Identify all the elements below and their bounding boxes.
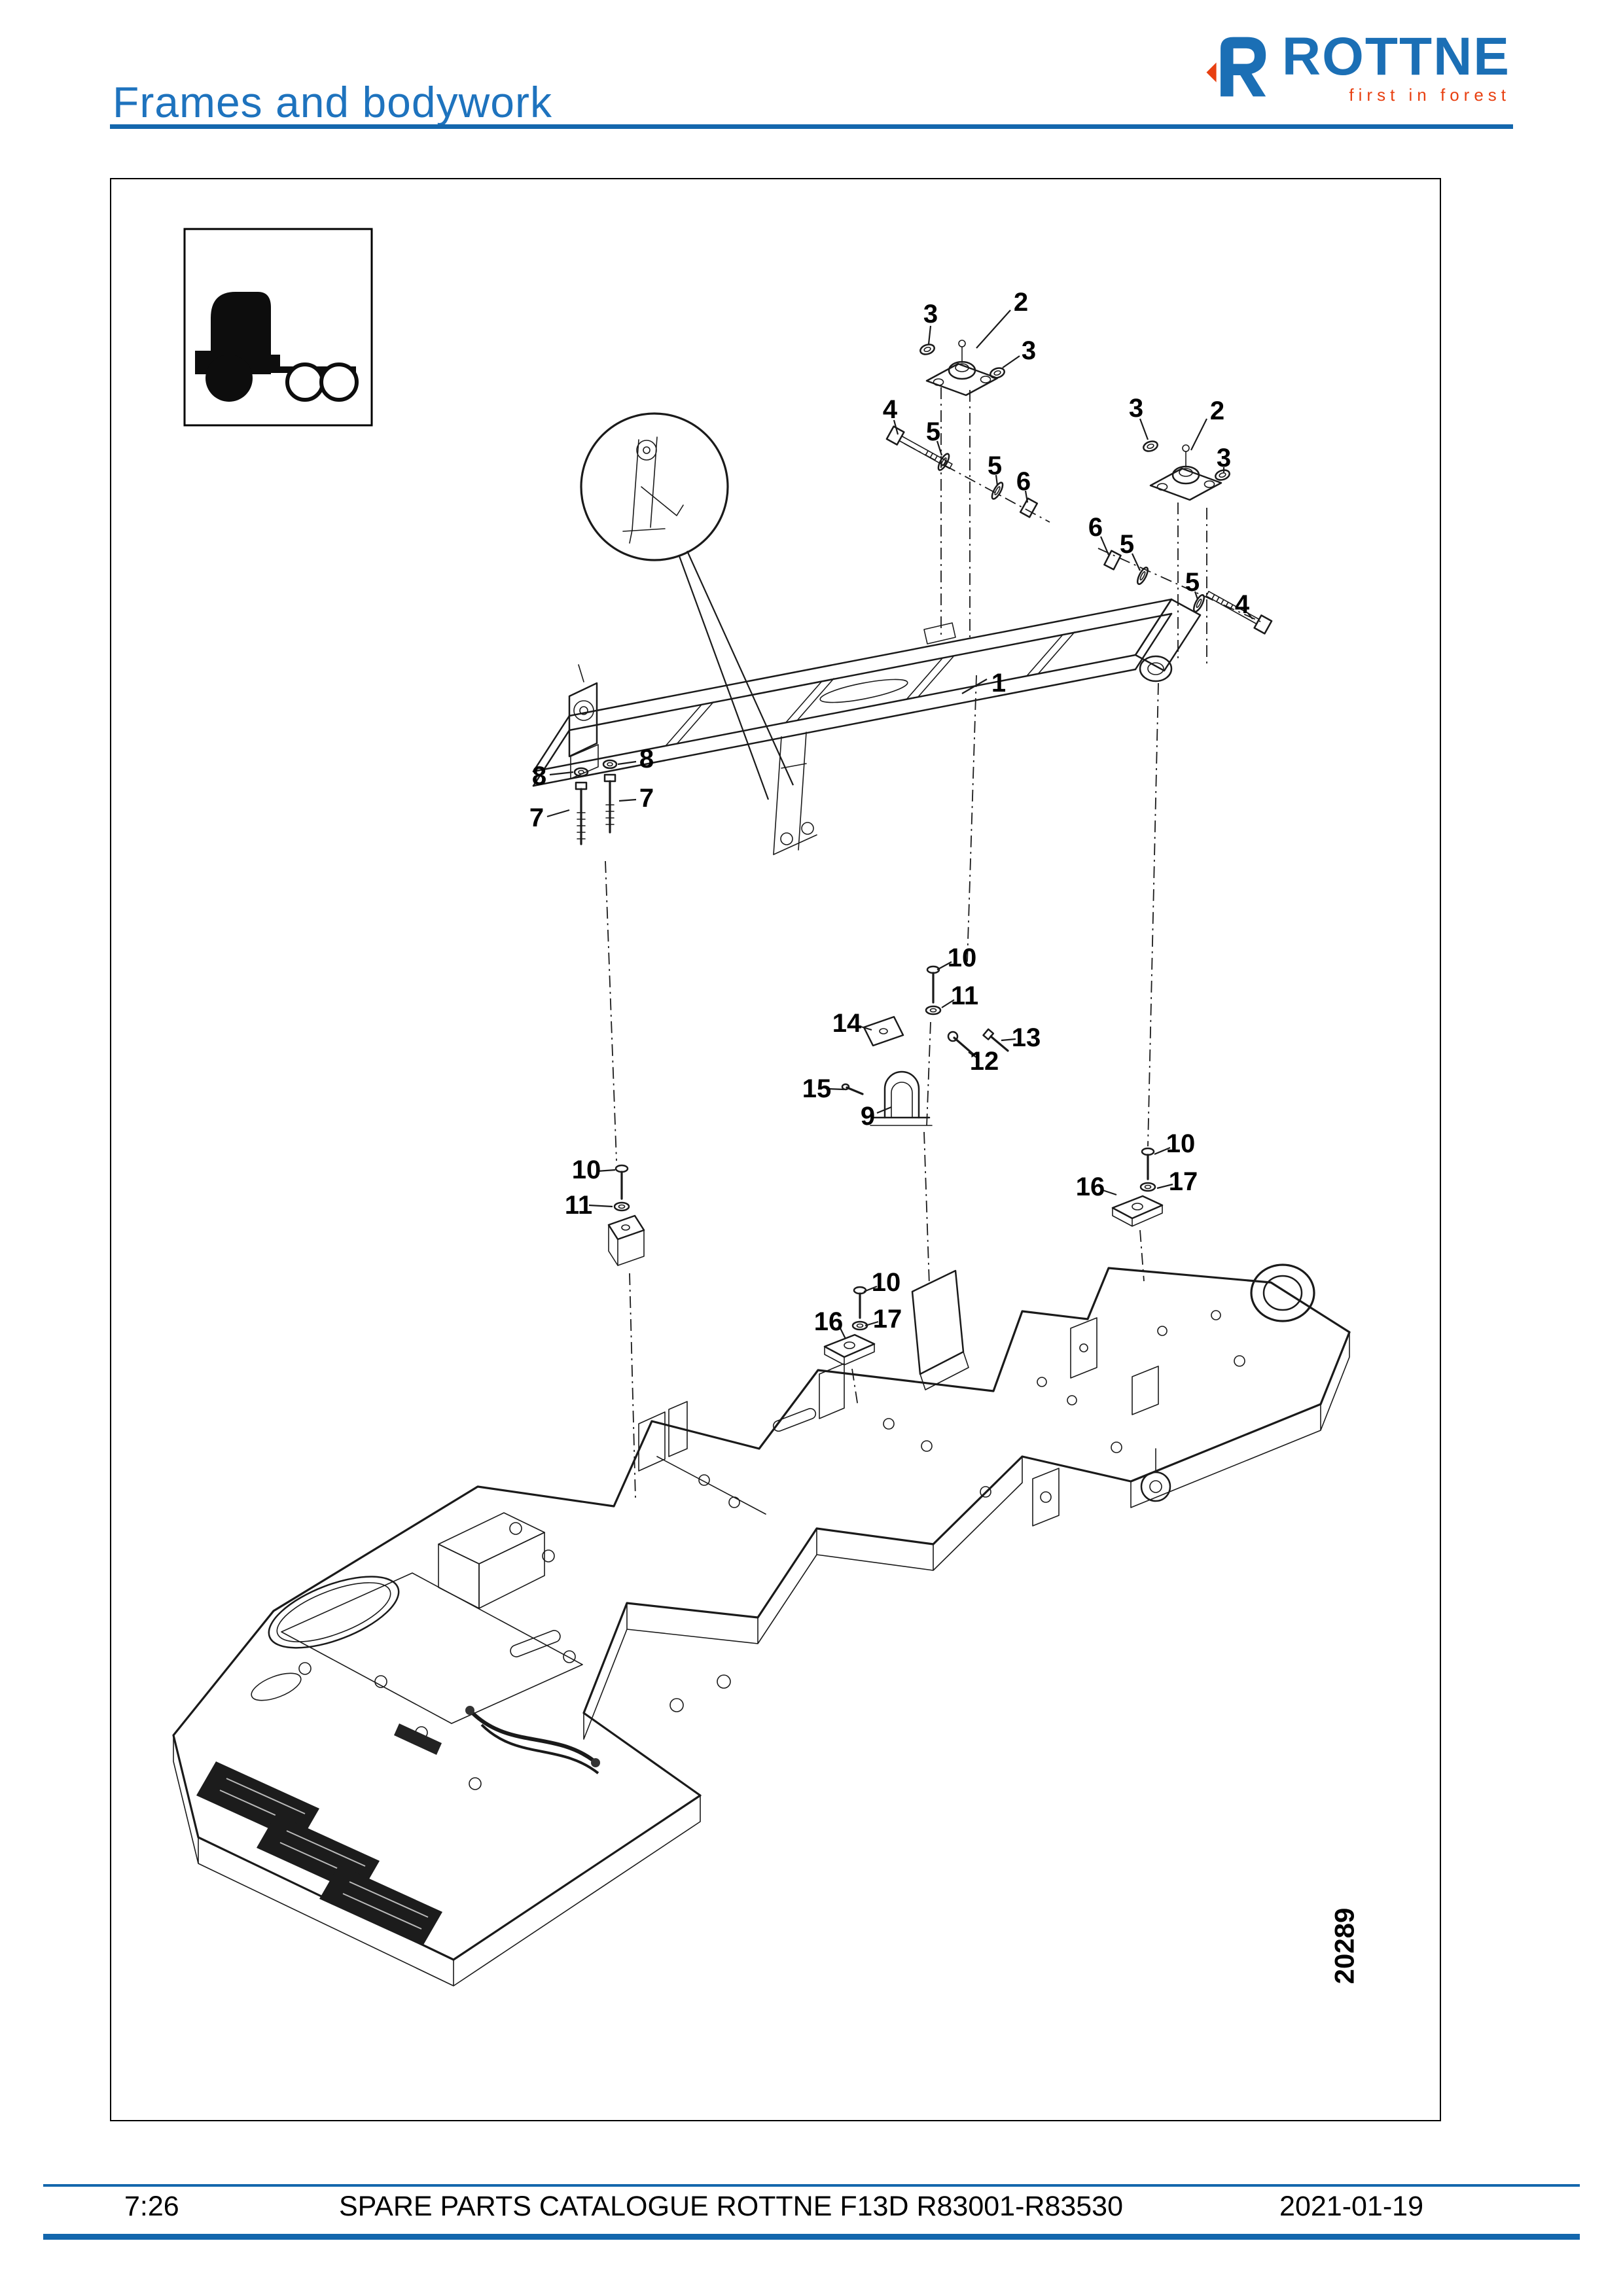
footer-page-number: 7:26: [124, 2191, 179, 2222]
part-callout-2: 2: [1210, 397, 1224, 425]
callout-leader-7: [546, 809, 570, 818]
frame-holes: [298, 1310, 1245, 1790]
callout-leader-7: [618, 798, 637, 802]
callout-leader-16: [1100, 1188, 1117, 1196]
callout-leader-8: [617, 760, 637, 766]
assembly-axis-lines: [605, 387, 1261, 1499]
center-link-cluster: [841, 965, 1009, 1126]
upper-mount-left: [919, 340, 1005, 397]
vehicle-thumbnail: [183, 228, 373, 427]
part-callout-8: 8: [639, 745, 654, 773]
callout-leader-5: [1194, 591, 1199, 600]
callout-leader-1: [961, 679, 988, 694]
logo-tagline: first in forest: [1349, 84, 1510, 105]
part-callout-3: 3: [1022, 336, 1036, 365]
part-callout-3: 3: [923, 300, 938, 328]
part-callout-5: 5: [926, 417, 940, 446]
footer-row: 7:26 SPARE PARTS CATALOGUE ROTTNE F13D R…: [0, 2191, 1623, 2227]
callout-leader-10: [936, 961, 952, 970]
part-callout-6: 6: [1016, 467, 1031, 496]
header-divider: [110, 124, 1513, 129]
footer-catalogue-title: SPARE PARTS CATALOGUE ROTTNE F13D R83001…: [338, 2191, 1124, 2222]
callout-leader-10: [1154, 1146, 1171, 1156]
rottne-logo: ROTTNE first in forest: [1202, 27, 1510, 105]
part-callout-5: 5: [988, 451, 1002, 480]
page-title: Frames and bodywork: [113, 78, 552, 127]
callout-leader-6: [1024, 490, 1029, 503]
callout-leader-16: [838, 1325, 846, 1339]
right-mount-10-16-17: [1111, 1147, 1164, 1227]
part-callout-16: 16: [814, 1307, 844, 1336]
bolt-washer-set-7-8: [573, 759, 618, 845]
callout-leader-2: [1190, 418, 1207, 451]
callout-leader-12: [968, 1051, 977, 1058]
part-callout-3: 3: [1217, 444, 1231, 472]
callout-leader-14: [858, 1025, 872, 1031]
part-callout-13: 13: [1012, 1023, 1041, 1052]
subframe-part-1: [532, 598, 1202, 855]
left-mount-10-11: [607, 1164, 645, 1266]
callout-leader-5: [1132, 553, 1141, 571]
main-frame: 20289: [172, 1263, 1360, 1987]
callout-leader-11: [941, 999, 955, 1008]
callout-leader-5: [995, 474, 999, 486]
bolt-set-right: [1103, 550, 1273, 635]
footer-divider-bottom: [43, 2234, 1580, 2240]
callout-leader-2: [976, 309, 1011, 349]
callout-leader-10: [863, 1285, 878, 1293]
part-callout-10: 10: [872, 1268, 901, 1297]
callout-leader-9: [876, 1106, 892, 1114]
part-callout-11: 11: [565, 1191, 592, 1220]
callout-leader-17: [1156, 1183, 1173, 1190]
part-callout-7: 7: [639, 784, 654, 813]
part-callout-12: 12: [970, 1047, 999, 1076]
part-callout-16: 16: [1076, 1173, 1105, 1201]
part-callout-10: 10: [1166, 1129, 1196, 1158]
callout-leader-17: [865, 1320, 879, 1327]
callout-leader-3: [927, 325, 932, 345]
part-callout-14: 14: [832, 1009, 862, 1038]
logo-brand: ROTTNE: [1281, 27, 1510, 86]
part-callout-15: 15: [802, 1074, 832, 1103]
part-callout-4: 4: [1235, 590, 1250, 619]
part-callout-7: 7: [529, 804, 544, 832]
part-callout-4: 4: [883, 395, 898, 424]
part-callout-17: 17: [873, 1305, 902, 1333]
drawing-number: 20289: [1329, 1908, 1360, 1985]
detail-circle: [580, 412, 794, 800]
footer-date: 2021-01-19: [1279, 2191, 1423, 2222]
rottne-logo-emblem: [1202, 31, 1273, 102]
part-callout-5: 5: [1185, 568, 1200, 597]
part-callout-17: 17: [1169, 1167, 1198, 1196]
callout-leader-4: [893, 419, 899, 435]
part-callout-6: 6: [1088, 513, 1103, 542]
callout-leader-10: [596, 1169, 616, 1173]
part-callout-9: 9: [861, 1102, 875, 1131]
callout-leader-13: [1001, 1038, 1016, 1042]
vehicle-silhouette: [195, 292, 359, 402]
part-callout-11: 11: [951, 981, 978, 1010]
part-callout-10: 10: [948, 944, 977, 972]
callout-leader-3: [1002, 355, 1020, 368]
callout-leader-8: [549, 771, 574, 776]
upper-mount-right: [1143, 440, 1230, 501]
callout-leader-5: [936, 440, 943, 456]
tread-plates: [196, 1761, 442, 1946]
callout-leader-6: [1099, 536, 1110, 556]
part-callout-5: 5: [1120, 530, 1134, 559]
callout-leader-4: [1247, 612, 1253, 620]
callout-leader-3: [1139, 418, 1149, 440]
part-callout-10: 10: [572, 1156, 601, 1184]
part-callout-3: 3: [1129, 394, 1143, 423]
exploded-view-diagram: 20289 3234556323655418877101114131215910…: [172, 228, 1360, 1987]
part-callout-2: 2: [1014, 288, 1028, 317]
part-callout-1: 1: [991, 669, 1006, 698]
part-callout-8: 8: [532, 762, 546, 790]
footer-divider-top: [43, 2184, 1580, 2187]
callout-leader-11: [588, 1204, 613, 1208]
